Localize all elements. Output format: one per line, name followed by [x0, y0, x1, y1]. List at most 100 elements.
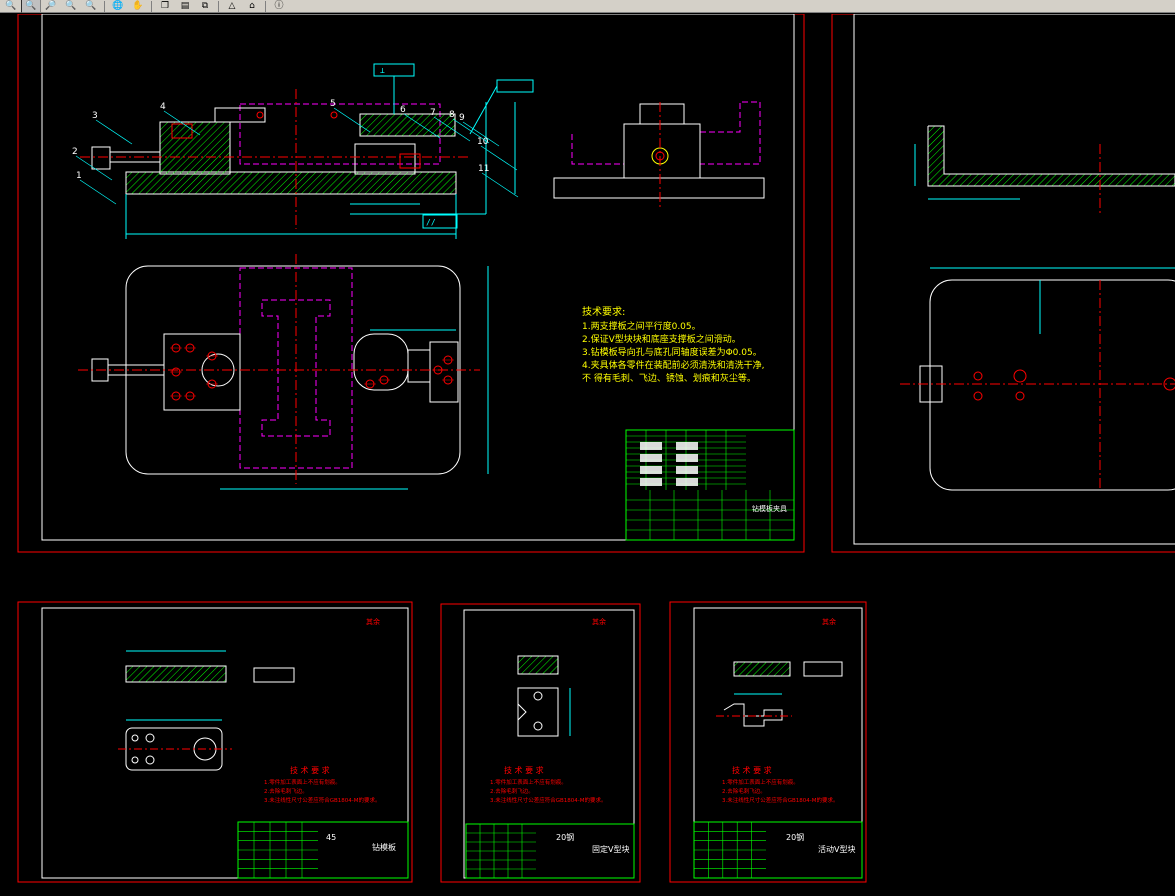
sheet-b-inner-frame	[463, 609, 635, 879]
main-sheet-outer-frame	[17, 14, 805, 553]
base-top-outline	[929, 279, 1175, 491]
left-clamp-block	[214, 107, 266, 123]
tech-line: 1.两支撑板之间平行度0.05。	[582, 320, 701, 332]
toolbar-separator	[104, 0, 105, 12]
top-v-block	[201, 353, 235, 387]
tolerance-frame-bottom	[422, 214, 458, 229]
roughness-note: 其余	[366, 617, 380, 626]
print-icon[interactable]: ▤	[180, 1, 190, 11]
part-number-7: 7	[430, 108, 436, 118]
side-view	[553, 101, 765, 208]
part-leader	[95, 119, 133, 145]
right-partial-sheet	[831, 14, 1175, 553]
title-block-grid	[626, 430, 794, 540]
zoom-in-icon[interactable]: 🔍	[65, 1, 77, 11]
tech-line: 3.未注线性尺寸公差应符合GB1804-M的要求。	[264, 796, 381, 804]
sheet-c-inner-frame	[693, 607, 863, 879]
title-block-entry	[640, 454, 662, 462]
part-leader	[79, 179, 117, 205]
hole	[533, 721, 543, 731]
tech-line: 2.去除毛刺飞边。	[722, 787, 766, 795]
material-label: 20钢	[786, 832, 804, 842]
title-block-entry	[676, 466, 698, 474]
title-block-entry	[640, 442, 662, 450]
tech-title: 技 术 要 求	[504, 765, 544, 775]
tech-line: 1.零件加工表面上不应有划痕。	[722, 778, 799, 786]
sheet-a-outer-frame	[17, 601, 413, 883]
info-icon[interactable]: ⓘ	[274, 1, 284, 11]
tech-line: 2.保证V型块块和底座支撑板之间滑动。	[582, 333, 741, 345]
toolbar-separator	[218, 0, 219, 12]
main-title-block: 钻模板夹具	[625, 429, 795, 541]
hole	[131, 734, 139, 742]
hole	[131, 756, 139, 764]
main-sheet-inner-frame	[41, 14, 795, 541]
part-leader	[480, 145, 518, 171]
base-hole	[1013, 369, 1027, 383]
part-sheet-fixed-v-block: 其余 技 术 要 求 20钢 固定V型块 1.零件加工表面上不应有划痕。2.去除…	[440, 603, 641, 883]
part-name: 钻模板	[372, 842, 396, 852]
tech-line: 不 得有毛刺、飞边、锈蚀、划痕和灰尘等。	[582, 372, 756, 384]
top-i-profile	[261, 299, 331, 437]
pan-icon[interactable]: ✋	[132, 1, 144, 11]
top-right-bracket	[429, 341, 459, 403]
zoom-window-icon[interactable]: 🔍	[21, 0, 41, 13]
base-hole	[973, 391, 983, 401]
sheet-b-outer-frame	[440, 603, 641, 883]
part-leader	[481, 172, 519, 198]
side-base	[553, 177, 765, 199]
part-leader	[462, 121, 500, 147]
zoom-previous-icon[interactable]: 🔎	[45, 1, 57, 11]
top-right-support	[407, 349, 431, 383]
part-number-5: 5	[330, 99, 336, 109]
base-hole	[973, 371, 983, 381]
part-number-10: 10	[477, 137, 489, 147]
zoom-out-icon[interactable]: 🔍	[85, 1, 97, 11]
tech-line: 3.未注线性尺寸公差应符合GB1804-M的要求。	[490, 796, 607, 804]
part-number-8: 8	[449, 110, 455, 120]
part-number-9: 9	[459, 113, 465, 123]
tech-line: 2.去除毛刺飞边。	[264, 787, 308, 795]
view-3d-icon[interactable]: 🌐	[112, 1, 124, 11]
part-number-1: 1	[76, 171, 82, 181]
sheet-a-inner-frame	[41, 607, 409, 879]
side-drill-plate	[639, 103, 685, 125]
part-leader	[433, 116, 471, 142]
side-workpiece-r	[700, 101, 761, 165]
part-number-2: 2	[72, 147, 78, 157]
tech-line: 3.钻模板导向孔与底孔同轴度误差为Φ0.05。	[582, 346, 762, 358]
bushing	[399, 153, 421, 169]
top-view-holes	[170, 343, 454, 401]
title-block-frame	[625, 429, 795, 541]
title-block-grid	[466, 824, 536, 878]
title-block-entry	[676, 442, 698, 450]
measure-icon[interactable]: △	[228, 1, 236, 11]
roughness-note: 其余	[822, 617, 836, 626]
copy-icon[interactable]: ⧉	[201, 1, 209, 11]
v-block-top	[517, 687, 559, 737]
material-label: 20钢	[556, 832, 574, 842]
part-leader	[403, 113, 441, 139]
part-leader	[452, 118, 490, 144]
mv-block-side	[803, 661, 843, 677]
tech-line: 2.去除毛刺飞边。	[490, 787, 534, 795]
title-block-entry	[676, 454, 698, 462]
layer-icon[interactable]: ❐	[160, 1, 170, 11]
part-sheet-movable-v-block: 其余 技 术 要 求 20钢 活动V型块 1.零件加工表面上不应有划痕。2.去除…	[669, 601, 867, 883]
v-block-section	[517, 655, 559, 675]
hole	[145, 733, 155, 743]
zoom-realtime-icon[interactable]: 🔍	[5, 1, 17, 11]
toolbar-separator	[151, 0, 152, 12]
tech-line: 1.零件加工表面上不应有划痕。	[490, 778, 567, 786]
tolerance-symbol: //	[426, 218, 436, 227]
drill-plate-section	[125, 665, 227, 683]
home-icon[interactable]: ⌂	[249, 1, 255, 11]
sheet-c-outer-frame	[669, 601, 867, 883]
base-section-profile	[927, 125, 1175, 187]
leader	[469, 85, 498, 135]
tech-line: 1.零件加工表面上不应有划痕。	[264, 778, 341, 786]
